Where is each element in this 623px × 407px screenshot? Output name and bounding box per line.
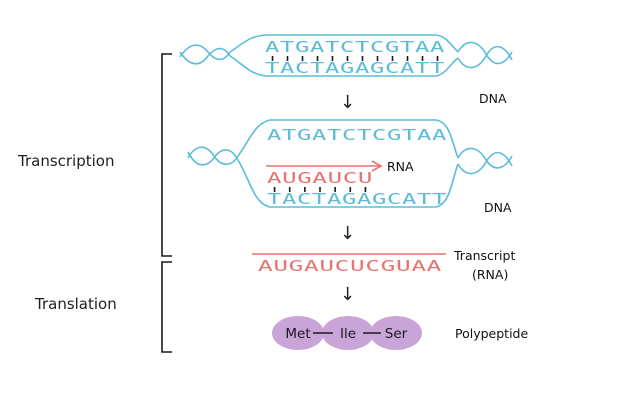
bubble-right-twist-top bbox=[457, 147, 513, 169]
rna-label: RNA bbox=[387, 159, 414, 174]
bubble-dna-label: DNA bbox=[484, 200, 512, 215]
rna-arrow-head-icon bbox=[371, 160, 383, 172]
amino-acid-ser: Ser bbox=[385, 326, 408, 342]
bubble-top-sequence: ATGATCTCGTAA bbox=[267, 126, 447, 144]
bubble-bottom-strand-line bbox=[237, 159, 459, 208]
amino-acid-bead bbox=[370, 316, 422, 350]
rna-direction-arrow bbox=[266, 160, 383, 172]
dna-strand-top-line bbox=[229, 34, 459, 53]
down-arrow-icon: ↓ bbox=[340, 284, 355, 305]
dna-label: DNA bbox=[479, 91, 507, 106]
dna-base-pair-ticks bbox=[271, 56, 439, 61]
dna-left-twist-bottom bbox=[179, 47, 231, 65]
transcription-label: Transcription bbox=[17, 152, 114, 170]
transcript-sublabel: (RNA) bbox=[472, 267, 508, 282]
dna-top-sequence: ATGATCTCGTAA bbox=[265, 38, 445, 56]
bubble-top-strand-line bbox=[237, 119, 459, 159]
dna-double-helix: ATGATCTCGTAA TACTAGAGCATT bbox=[179, 34, 513, 77]
translation-label: Translation bbox=[34, 295, 117, 313]
amino-acid-ile: Ile bbox=[340, 326, 356, 342]
translation-bracket bbox=[161, 261, 172, 353]
transcription-bracket bbox=[161, 53, 172, 257]
transcript-label: Transcript bbox=[453, 248, 515, 263]
down-arrow-icon: ↓ bbox=[340, 92, 355, 113]
bubble-right-twist-bottom bbox=[457, 151, 513, 175]
amino-acid-bead bbox=[322, 316, 374, 350]
dna-left-twist-top bbox=[179, 44, 231, 61]
dna-strand-bottom-line bbox=[229, 55, 459, 77]
dna-right-twist-top bbox=[457, 41, 513, 65]
amino-acid-bead bbox=[272, 316, 324, 350]
dna-right-twist-bottom bbox=[457, 45, 513, 69]
bubble-left-twist-bottom bbox=[187, 149, 239, 166]
polypeptide-chain: Met Ile Ser bbox=[272, 316, 422, 350]
rna-dna-pair-ticks bbox=[273, 187, 367, 192]
transcript-sequence: AUGAUCUCGUAA bbox=[258, 257, 442, 275]
amino-acid-met: Met bbox=[285, 326, 310, 342]
transcription-bubble: ATGATCTCGTAA RNA AUGAUCU TACTAGAGCATT bbox=[187, 119, 513, 208]
dna-bottom-sequence: TACTAGAGCATT bbox=[265, 59, 445, 77]
bubble-left-twist-top bbox=[187, 146, 239, 166]
bubble-bottom-sequence: TACTAGAGCATT bbox=[267, 190, 447, 208]
rna-partial-sequence: AUGAUCU bbox=[267, 169, 373, 187]
polypeptide-label: Polypeptide bbox=[455, 326, 528, 341]
down-arrow-icon: ↓ bbox=[340, 223, 355, 244]
